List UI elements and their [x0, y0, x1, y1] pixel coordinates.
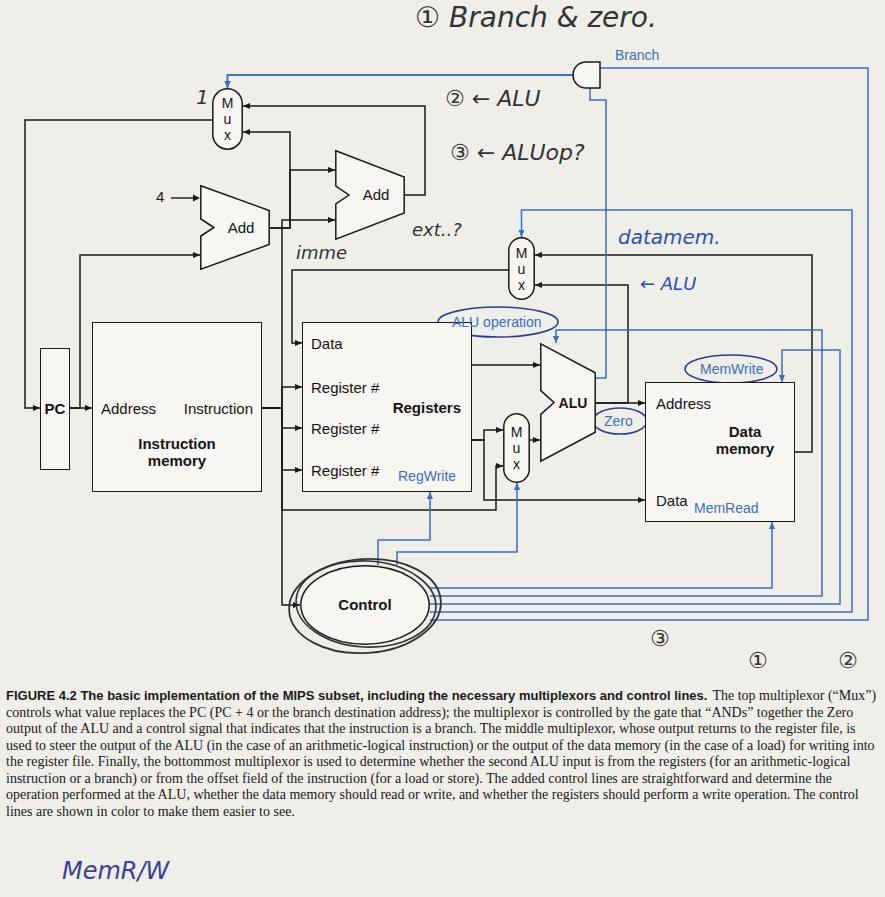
node-label: Data memory: [701, 423, 789, 458]
figure-caption: FIGURE 4.2 The basic implementation of t…: [6, 688, 878, 820]
constant-label: 4: [156, 188, 164, 205]
node-label: Instruction: [184, 400, 253, 418]
handwritten-note: ③: [650, 626, 670, 651]
handwritten-note: ← ALU: [640, 274, 696, 295]
node-label: Add: [363, 186, 390, 204]
control-line: [430, 350, 840, 604]
datapath-wire: [472, 430, 503, 440]
signal-name: MemWrite: [700, 361, 764, 377]
instruction-memory: Address InstructionInstruction memory: [92, 322, 262, 492]
control-line: [430, 522, 772, 588]
constant-wire: [171, 197, 194, 198]
node-label: M u x: [510, 424, 524, 472]
handwritten-note: ②: [838, 648, 858, 673]
caption-text: The top multiplexor (“Mux”) controls wha…: [6, 688, 876, 819]
register-file: DataRegister # Register # Register # Regist…: [302, 322, 472, 492]
adder: Add: [200, 185, 270, 270]
node-label: M u x: [221, 95, 235, 143]
mux-outline: [213, 89, 242, 149]
control-line: [378, 492, 430, 565]
control-unit: Control: [300, 565, 430, 645]
handwritten-note: ext..?: [412, 220, 462, 241]
handwritten-note: imme: [296, 243, 347, 264]
node-label: PC: [45, 400, 66, 418]
handwritten-note: ①: [748, 648, 768, 673]
node-label: Control: [338, 596, 391, 614]
datapath-wire: [530, 439, 540, 441]
arrowhead: [193, 195, 200, 202]
pen-circle: [685, 355, 777, 383]
mux-outline: [504, 414, 529, 482]
alu-outline: [541, 344, 595, 461]
node-label: M u x: [515, 244, 529, 292]
control-line: [228, 68, 869, 620]
signal-name: Zero: [604, 413, 633, 429]
signal-name: ALU operation: [452, 314, 542, 330]
pen-scribble: [294, 557, 438, 650]
handwritten-note: 1: [196, 86, 209, 109]
adder: Add: [335, 150, 405, 240]
node-label: Register #: [311, 420, 379, 438]
pc-register: PC: [40, 348, 70, 470]
node-label: Registers: [393, 399, 461, 417]
pen-circle: [593, 408, 647, 434]
add-outline: [201, 186, 269, 269]
alu: ALU: [540, 343, 596, 462]
node-label: Register #: [311, 379, 379, 397]
handwritten-note: MemR/W: [62, 858, 169, 886]
multiplexor: M u x: [508, 237, 535, 300]
node-label: Data: [656, 492, 688, 510]
signal-name: Branch: [615, 47, 659, 63]
multiplexor: M u x: [503, 413, 530, 483]
datapath-wire: [262, 408, 300, 605]
control-outline: [301, 566, 429, 644]
handwritten-note: ① Branch & zero.: [415, 2, 657, 34]
control-line: [397, 483, 517, 565]
node-label: Add: [228, 219, 255, 237]
add-outline: [336, 151, 404, 239]
caption-title: FIGURE 4.2 The basic implementation of t…: [6, 688, 707, 703]
node-label: Register #: [311, 462, 379, 480]
pen-scribble: [286, 554, 444, 658]
mux-outline: [509, 238, 534, 299]
node-label: Address: [101, 400, 156, 418]
node-label: Address: [656, 395, 711, 413]
handwritten-note: ③ ← ALUop?: [450, 140, 585, 165]
node-label: Instruction memory: [117, 435, 237, 470]
signal-name: MemRead: [694, 500, 759, 516]
multiplexor: M u x: [212, 88, 243, 150]
handwritten-note: ② ← ALU: [445, 86, 541, 111]
and-gate: [573, 62, 600, 88]
node-label: ALU: [559, 394, 588, 411]
signal-name: RegWrite: [398, 468, 456, 484]
control-line: [430, 330, 822, 596]
node-label: Data: [311, 335, 343, 353]
datapath-wire: [472, 364, 540, 366]
handwritten-note: datamem.: [618, 226, 721, 249]
